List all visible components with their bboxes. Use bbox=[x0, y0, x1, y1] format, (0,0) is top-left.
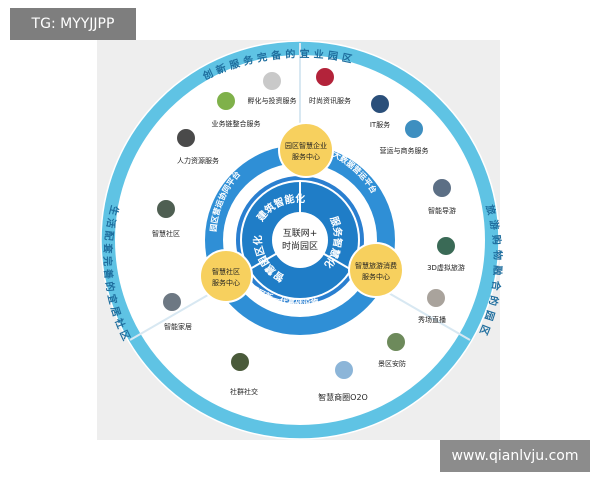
service-security: 景区安防 bbox=[378, 331, 407, 368]
service-label-hr: 人力资源服务 bbox=[177, 156, 219, 165]
inner-ring bbox=[236, 176, 364, 304]
service-hr: 人力资源服务 bbox=[175, 127, 219, 165]
smart-community-icon bbox=[155, 198, 177, 220]
service-incubation: 孵化与投资服务 bbox=[248, 70, 297, 105]
watermark-banner: www.qianlvju.com bbox=[440, 440, 590, 472]
hub-tourism-line2: 服务中心 bbox=[362, 272, 390, 281]
hr-icon bbox=[175, 127, 197, 149]
service-it: IT服务 bbox=[369, 93, 391, 129]
center-text-line2: 时尚园区 bbox=[282, 240, 318, 252]
service-live-show: 秀场直播 bbox=[418, 287, 447, 324]
service-label-tour-guide: 智能导游 bbox=[428, 206, 456, 215]
o2o-icon bbox=[333, 359, 355, 381]
security-icon bbox=[385, 331, 407, 353]
center-disc bbox=[272, 212, 328, 268]
business-chain-icon bbox=[215, 90, 237, 112]
smart-home-icon bbox=[161, 291, 183, 313]
service-tour-guide: 智能导游 bbox=[428, 177, 456, 215]
sector-divider-right bbox=[379, 287, 471, 341]
social-icon bbox=[229, 351, 251, 373]
service-vr-tour: 3D虚拟旅游 bbox=[427, 235, 465, 272]
hub-community-line2: 服务中心 bbox=[212, 278, 240, 287]
live-show-icon bbox=[425, 287, 447, 309]
service-o2o: 智慧商圈O2O bbox=[318, 359, 368, 402]
service-label-smart-home: 智能家居 bbox=[164, 322, 192, 331]
top-tag: TG: MYYJJPP bbox=[10, 8, 136, 40]
hub-enterprise: 园区智慧企业 服务中心 bbox=[278, 122, 334, 178]
operations-icon bbox=[403, 118, 425, 140]
hub-enterprise-line1: 园区智慧企业 bbox=[285, 141, 327, 150]
service-label-live-show: 秀场直播 bbox=[418, 315, 446, 324]
hub-enterprise-line2: 服务中心 bbox=[292, 152, 320, 161]
service-social: 社群社交 bbox=[229, 351, 258, 396]
hub-community: 智慧社区 服务中心 bbox=[199, 249, 253, 303]
service-label-operations: 营运与商务服务 bbox=[380, 146, 429, 155]
hub-tourism: 智慧旅游消费 服务中心 bbox=[348, 242, 404, 298]
service-label-o2o: 智慧商圈O2O bbox=[318, 392, 368, 402]
service-smart-home: 智能家居 bbox=[161, 291, 192, 331]
service-label-social: 社群社交 bbox=[230, 387, 258, 396]
hub-community-line1: 智慧社区 bbox=[212, 267, 240, 276]
outer-ring-edge bbox=[100, 40, 500, 440]
service-label-business-chain: 业务链整合服务 bbox=[212, 119, 261, 128]
service-label-incubation: 孵化与投资服务 bbox=[248, 96, 297, 105]
service-label-vr-tour: 3D虚拟旅游 bbox=[427, 263, 465, 272]
fashion-news-icon bbox=[314, 66, 336, 88]
service-smart-community: 智慧社区 bbox=[152, 198, 180, 238]
vr-tour-icon bbox=[435, 235, 457, 257]
center-text-line1: 互联网+ bbox=[283, 228, 318, 239]
sector-divider-left bbox=[129, 287, 221, 341]
it-service-icon bbox=[369, 93, 391, 115]
service-fashion-news: 时尚资讯服务 bbox=[309, 66, 351, 105]
service-operations: 营运与商务服务 bbox=[380, 118, 429, 155]
hub-tourism-line1: 智慧旅游消费 bbox=[355, 261, 397, 270]
service-label-security: 景区安防 bbox=[378, 359, 406, 368]
service-label-smart-community: 智慧社区 bbox=[152, 229, 180, 238]
tour-guide-icon bbox=[431, 177, 453, 199]
service-label-fashion-news: 时尚资讯服务 bbox=[309, 96, 351, 105]
service-business-chain: 业务链整合服务 bbox=[212, 90, 261, 128]
service-label-it: IT服务 bbox=[370, 120, 390, 129]
incubation-icon bbox=[261, 70, 283, 92]
